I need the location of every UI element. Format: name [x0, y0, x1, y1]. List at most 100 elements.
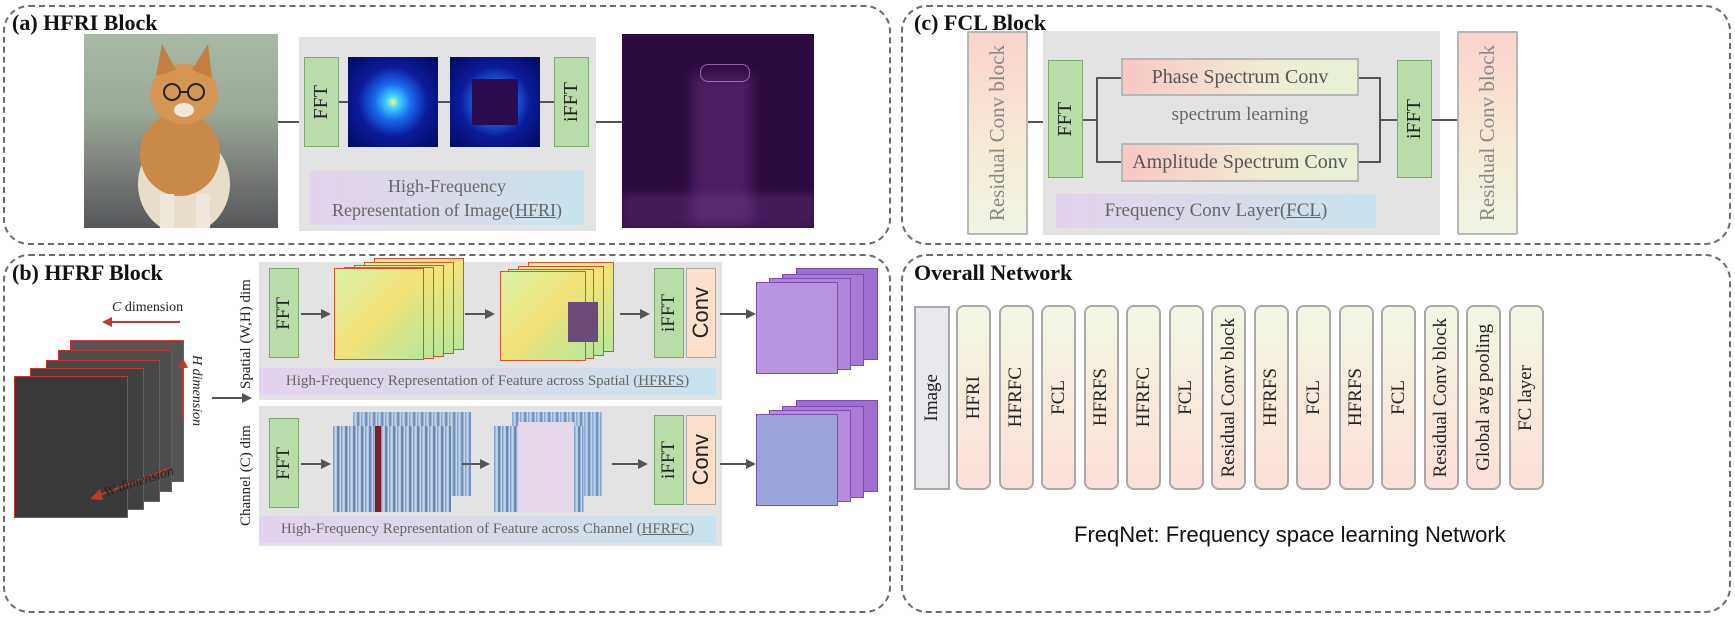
network-block-label: FCL	[1387, 380, 1409, 415]
connector	[1083, 119, 1097, 121]
spatial-masked-stack	[500, 262, 615, 361]
channel-masked-cube	[494, 412, 604, 512]
channel-output-stack	[756, 400, 880, 506]
connector	[438, 101, 450, 103]
spatial-fft-box: FFT	[269, 268, 299, 358]
spatial-caption: High-Frequency Representation of Feature…	[259, 368, 716, 395]
phase-spectrum-conv: Phase Spectrum Conv	[1121, 58, 1359, 96]
connector	[1432, 119, 1457, 121]
arrow	[301, 459, 331, 469]
arrow	[720, 459, 756, 469]
network-block: HFRI	[956, 305, 991, 490]
spatial-dim-label: Spatial (W,H) dim	[238, 279, 254, 389]
hfri-caption-line2: Representation of Image(HFRI)	[332, 200, 562, 220]
arrow	[720, 309, 756, 319]
arrow	[465, 309, 495, 319]
network-input-image: Image	[914, 306, 950, 490]
network-block: HFRFC	[998, 305, 1034, 490]
spectrum-mask	[472, 79, 518, 125]
channel-fft-box: FFT	[269, 418, 299, 508]
panel-overall-network	[901, 254, 1731, 613]
panel-title-network: Overall Network	[914, 260, 1073, 285]
network-block-label: HFRFC	[1132, 367, 1154, 428]
fcl-caption: Frequency Conv Layer(FCL)	[1056, 194, 1376, 228]
network-block: HFRFC	[1126, 305, 1161, 490]
connector	[1379, 119, 1397, 121]
arrow	[620, 309, 650, 319]
hfri-caption-line1: High-Frequency	[388, 176, 506, 196]
network-block-label: HFRFS	[1090, 368, 1111, 427]
spatial-ifft-box: iFFT	[654, 268, 684, 358]
connector	[278, 121, 300, 123]
hfri-output-image	[622, 34, 814, 228]
network-block: HFRFS	[1083, 305, 1119, 490]
panel-title-hfri: (a) HFRI Block	[12, 10, 158, 35]
fcl-residual-right: Residual Conv block	[1457, 31, 1518, 235]
panel-hfri-block	[3, 5, 891, 245]
panel-hfrf-block	[3, 254, 891, 613]
channel-mask	[518, 422, 574, 512]
fcl-residual-left: Residual Conv block	[967, 31, 1028, 235]
spatial-spectrum-stack	[334, 258, 464, 360]
network-block: FCL	[1296, 305, 1331, 490]
network-block: HFRFS	[1338, 305, 1374, 490]
cat-illustration	[138, 44, 230, 228]
network-block: HFRFS	[1253, 305, 1289, 490]
connector	[540, 101, 554, 103]
network-block-label: FCL	[1047, 380, 1069, 415]
network-block-label: HFRI	[962, 375, 984, 420]
h-dimension-label: H dimension	[189, 355, 204, 427]
connector	[1096, 77, 1098, 163]
masked-spectrum-image	[450, 57, 540, 147]
spatial-output-stack	[756, 268, 880, 374]
channel-spectrum-cube	[333, 412, 473, 512]
network-block-label: FCL	[1302, 380, 1324, 415]
connector	[1028, 121, 1043, 123]
dimension-arrows	[90, 317, 188, 500]
c-dimension-label: C dimension	[112, 300, 184, 315]
arrow	[462, 459, 490, 469]
network-block: Residual Conv block	[1423, 305, 1459, 490]
network-block: FC layer	[1508, 305, 1544, 490]
panel-title-fcl: (c) FCL Block	[914, 10, 1046, 35]
channel-conv-box: Conv	[686, 415, 716, 505]
hfri-ifft-box: iFFT	[554, 57, 589, 147]
connector	[339, 101, 348, 103]
fcl-fft-box: FFT	[1048, 60, 1083, 178]
network-block-label: FCL	[1175, 380, 1196, 415]
arrow	[612, 459, 648, 469]
spectrum-learning-label: spectrum learning	[1171, 104, 1309, 125]
spatial-mask	[568, 302, 598, 342]
connector	[1096, 161, 1121, 163]
connector	[1096, 77, 1121, 79]
network-block-label: Residual Conv block	[1217, 317, 1239, 478]
spatial-conv-box: Conv	[686, 268, 716, 358]
network-block: FCL	[1168, 305, 1204, 490]
network-block: Residual Conv block	[1211, 305, 1246, 490]
hfri-caption: High-Frequency Representation of Image(H…	[310, 171, 584, 225]
fft-spectrum-image	[348, 57, 438, 147]
network-block: Global avg pooling	[1466, 305, 1501, 490]
network-block-label: HFRFC	[1005, 367, 1026, 428]
network-block: FCL	[1041, 305, 1076, 490]
hfri-fft-box: FFT	[304, 57, 339, 147]
connector	[1359, 161, 1380, 163]
network-footer: FreqNet: Frequency space learning Networ…	[1074, 522, 1506, 547]
connector	[1359, 77, 1380, 79]
network-block-label: Global avg pooling	[1472, 324, 1494, 471]
network-block-label: FC layer	[1515, 364, 1536, 431]
channel-ifft-box: iFFT	[654, 415, 684, 505]
network-block-label: HFRFS	[1345, 368, 1366, 427]
arrow	[301, 309, 331, 319]
network-block-label: HFRFS	[1260, 368, 1281, 427]
panel-fcl-block	[901, 5, 1731, 245]
fcl-ifft-box: iFFT	[1397, 60, 1432, 178]
channel-caption: High-Frequency Representation of Feature…	[259, 516, 716, 543]
panel-title-hfrf: (b) HFRF Block	[12, 260, 163, 285]
arrow-to-branches	[212, 393, 252, 403]
connector	[596, 121, 622, 123]
channel-dim-label: Channel (C) dim	[238, 425, 254, 527]
cat-image	[84, 34, 278, 228]
network-block: FCL	[1381, 305, 1416, 490]
network-block-label: Residual Conv block	[1430, 317, 1451, 478]
